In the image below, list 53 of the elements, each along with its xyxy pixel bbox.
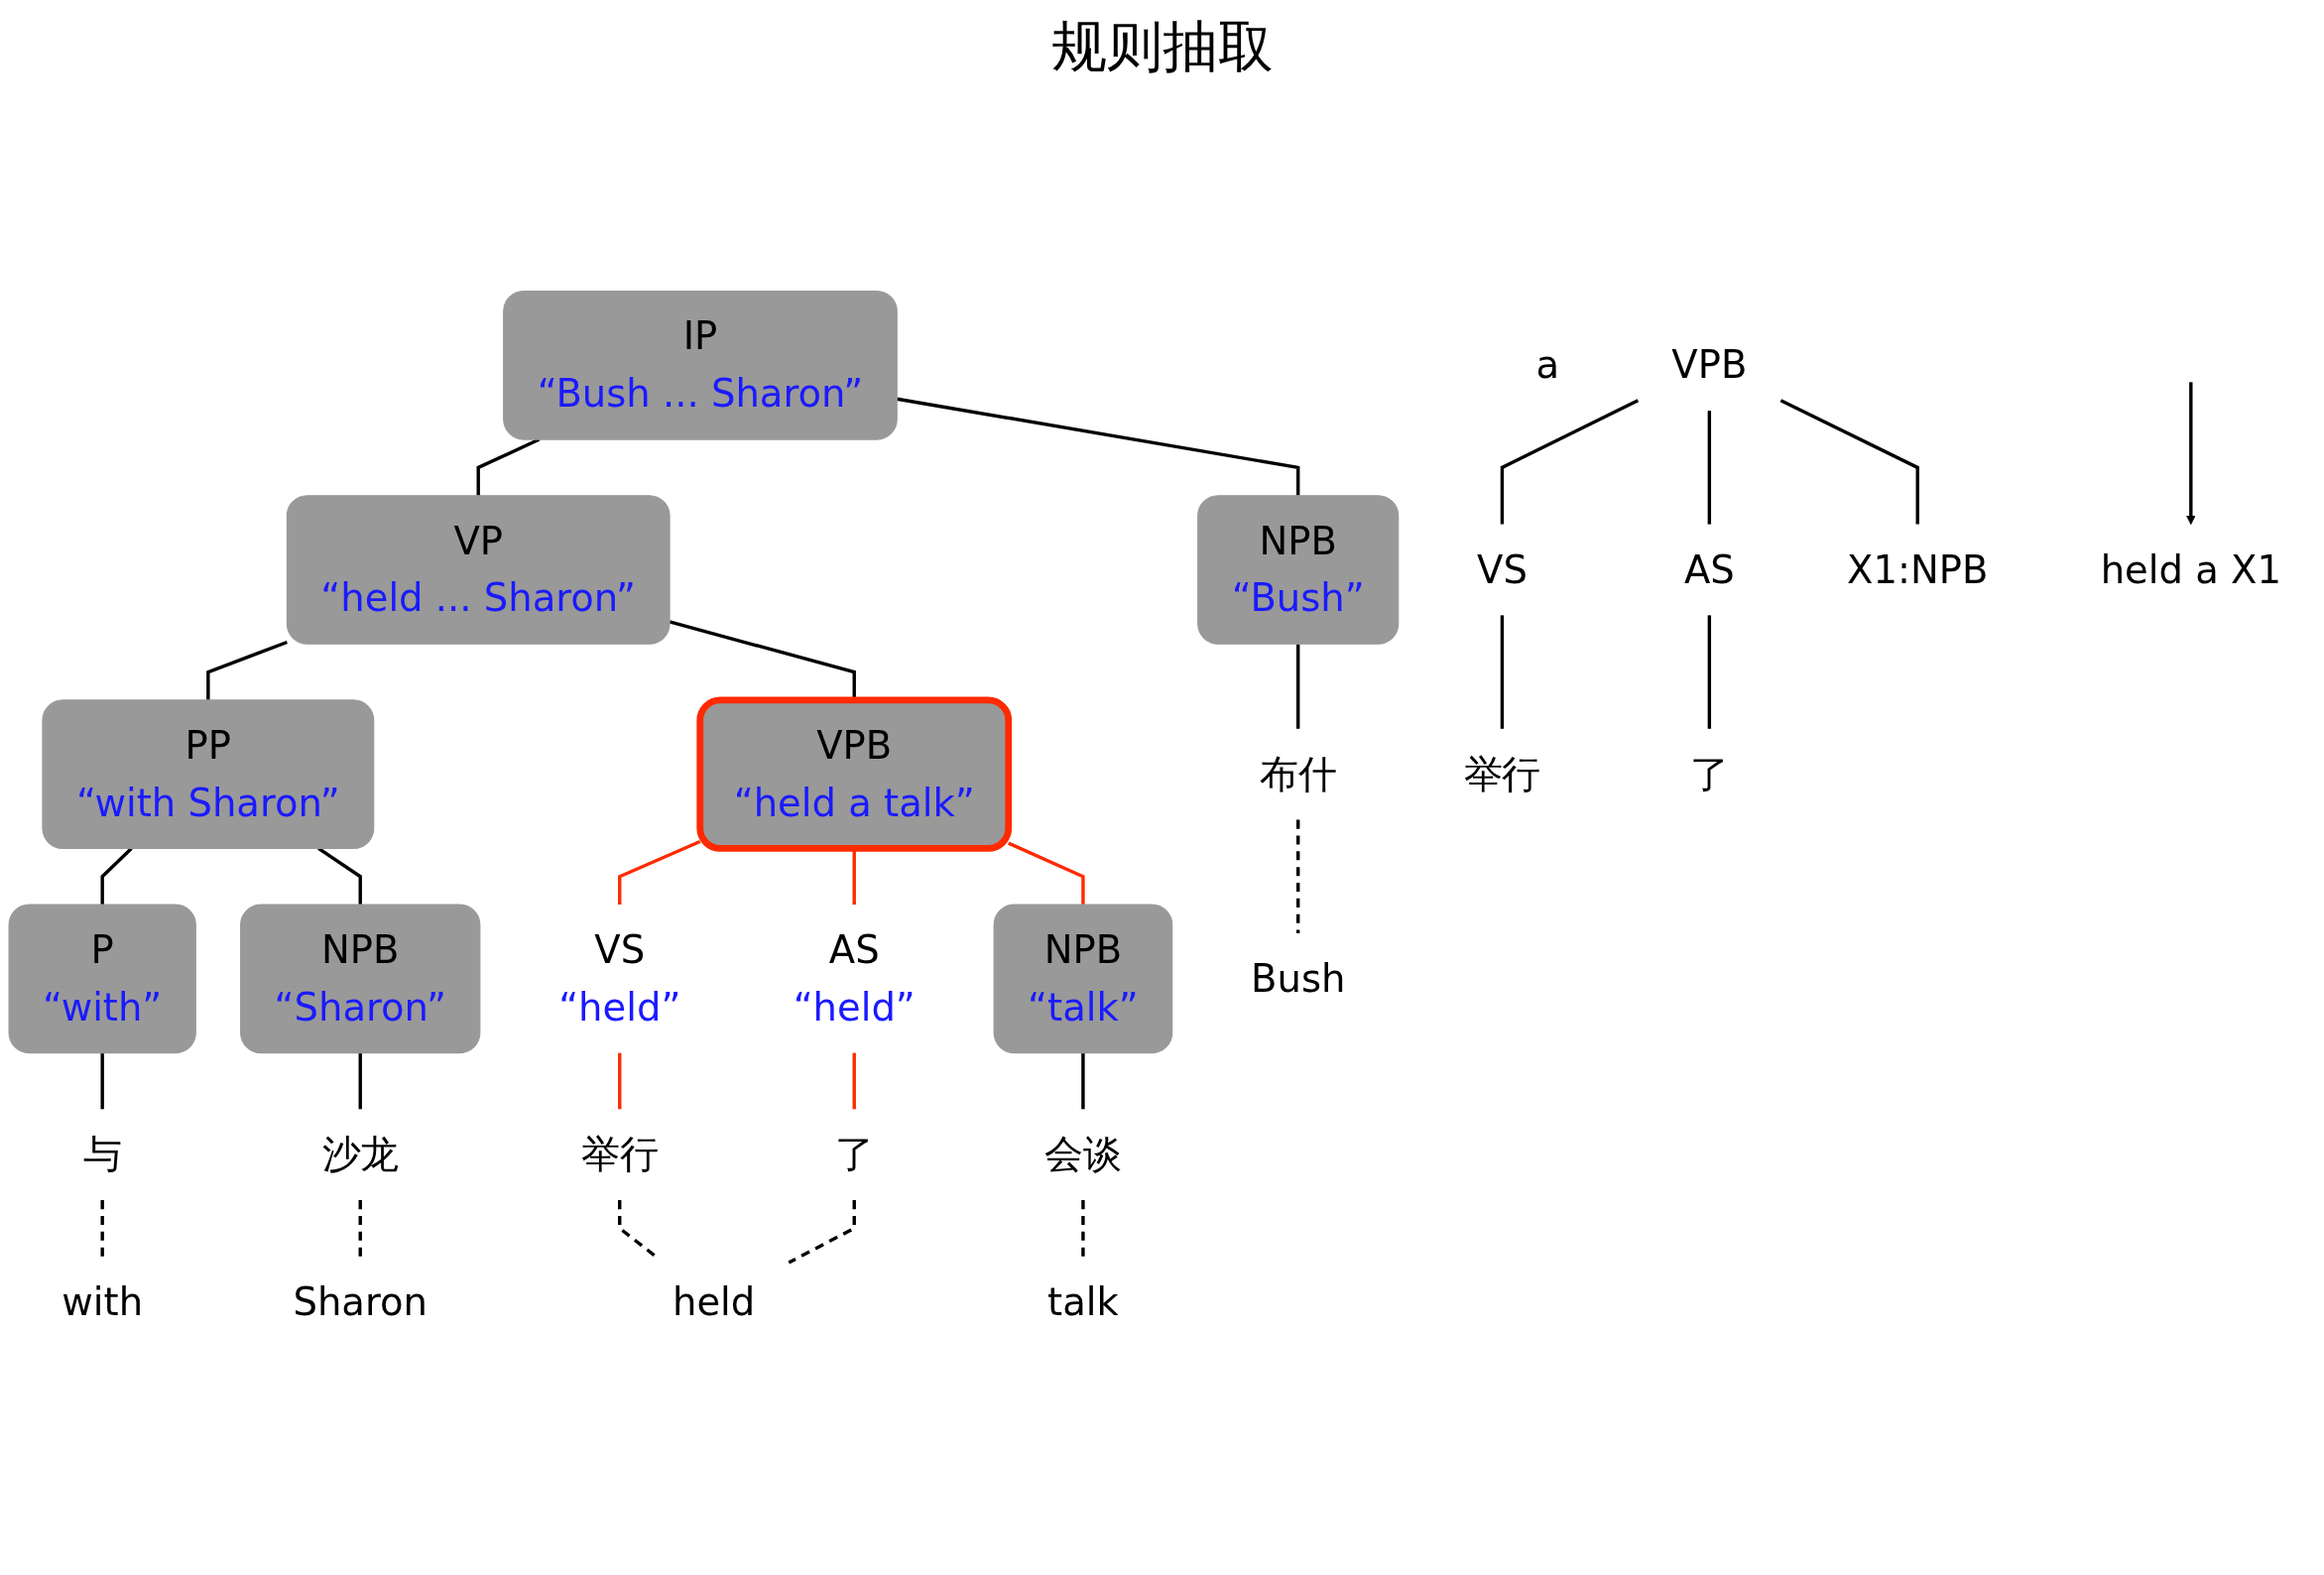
connector — [100, 1052, 104, 1110]
node-text: held — [673, 1278, 756, 1324]
node-text: AS — [1683, 546, 1735, 592]
node-text: 举行 — [581, 1131, 659, 1177]
node-text: VS — [1477, 546, 1528, 592]
node-text: Sharon — [293, 1278, 428, 1324]
node-box: VP “held ... Sharon” — [286, 495, 671, 645]
node-text: 沙龙 — [321, 1131, 399, 1177]
connector — [358, 1052, 362, 1110]
connector — [358, 1200, 362, 1257]
node-text: a — [1535, 342, 1560, 388]
connector — [1081, 1052, 1085, 1110]
node-text: 举行 — [1463, 751, 1540, 796]
connector — [1707, 411, 1712, 525]
node-box: NPB “Sharon” — [240, 904, 481, 1054]
node-text: talk — [1047, 1278, 1119, 1324]
arrow — [2185, 382, 2196, 526]
diagram-title: 规则抽取 — [1049, 13, 1275, 80]
node-text: 与 — [82, 1131, 122, 1177]
connector — [1500, 615, 1505, 729]
node-box: VPB “held a talk” — [696, 696, 1013, 852]
connector — [206, 640, 288, 700]
node-text: 会谈 — [1044, 1131, 1122, 1177]
connector — [788, 1200, 856, 1265]
node-text: AS “held” — [793, 926, 916, 1030]
node-box: NPB “talk” — [993, 904, 1173, 1054]
connector — [100, 847, 133, 906]
node-text: 布什 — [1260, 751, 1337, 796]
connector — [1081, 1200, 1085, 1257]
connector — [669, 620, 856, 700]
node-text: held a X1 — [2100, 546, 2281, 592]
node-text: VPB — [1671, 342, 1748, 388]
node-text: 了 — [1690, 751, 1729, 796]
node-box: IP “Bush ... Sharon” — [503, 290, 898, 440]
node-text: VS “held” — [558, 926, 681, 1030]
connector — [618, 1052, 622, 1110]
connector — [1500, 399, 1640, 525]
connector — [1296, 819, 1300, 933]
node-text: 了 — [834, 1131, 874, 1177]
connector — [1779, 399, 1919, 525]
node-text: Bush — [1251, 955, 1346, 1001]
connector — [618, 1200, 657, 1259]
connector — [1707, 615, 1712, 729]
connector — [852, 1052, 856, 1110]
connector — [317, 847, 362, 906]
connector — [100, 1200, 104, 1257]
node-box: NPB “Bush” — [1197, 495, 1400, 645]
connector — [1296, 644, 1300, 729]
node-text: X1:NPB — [1847, 546, 1989, 592]
node-text: with — [61, 1278, 144, 1324]
node-box: PP “with Sharon” — [42, 699, 375, 850]
node-box: P “with” — [8, 904, 196, 1054]
connector — [1008, 841, 1085, 906]
